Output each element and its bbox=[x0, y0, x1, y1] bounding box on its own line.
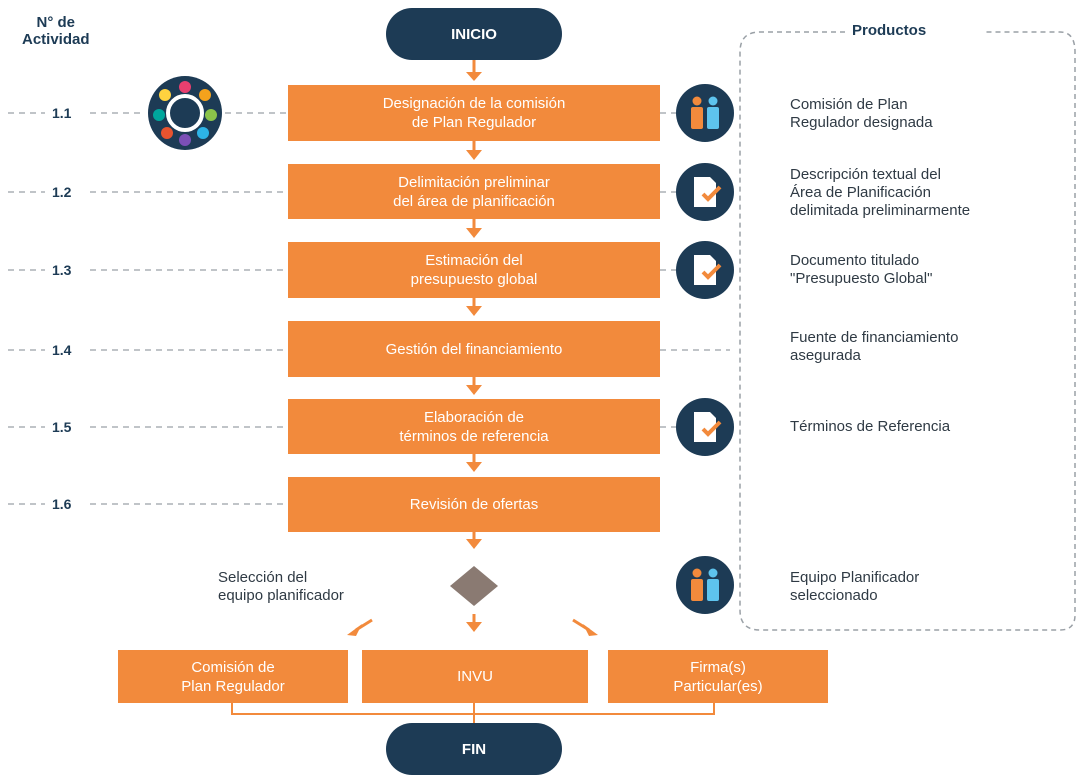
product-1-2-text: Descripción textual del Área de Planific… bbox=[790, 166, 971, 219]
product-1-3-text: Documento titulado "Presupuesto Global" bbox=[790, 252, 933, 287]
step-1-5-box: Elaboración de términos de referencia bbox=[288, 399, 660, 454]
start-node: INICIO bbox=[386, 8, 562, 60]
arrow-1-2-to-1-3 bbox=[466, 219, 482, 238]
activity-number-1-1: 1.1 bbox=[52, 105, 72, 121]
people-icon bbox=[676, 556, 734, 614]
activity-column-header: N° de Actividad bbox=[22, 14, 90, 48]
product-1-6-text: Equipo Planificador seleccionado bbox=[790, 569, 920, 604]
arrow-start-to-1-1 bbox=[466, 60, 482, 81]
arrow-to-comision bbox=[347, 618, 373, 636]
activity-number-1-4: 1.4 bbox=[52, 342, 72, 358]
activity-number-1-3: 1.3 bbox=[52, 262, 72, 278]
arrow-to-firmas bbox=[572, 618, 598, 636]
decision-label: Selección del equipo planificador bbox=[218, 569, 344, 604]
option-firmas-box: Firma(s) Particular(es) bbox=[608, 650, 828, 703]
arrow-to-invu bbox=[466, 614, 482, 632]
arrow-1-3-to-1-4 bbox=[466, 298, 482, 316]
community-circle-icon bbox=[148, 76, 222, 150]
step-1-3-box: Estimación del presupuesto global bbox=[288, 242, 660, 298]
arrow-1-4-to-1-5 bbox=[466, 377, 482, 395]
step-1-2-box: Delimitación preliminar del área de plan… bbox=[288, 164, 660, 219]
document-check-icon bbox=[676, 398, 734, 456]
step-1-4-box: Gestión del financiamiento bbox=[288, 321, 660, 377]
people-icon bbox=[676, 84, 734, 142]
product-1-5-text: Términos de Referencia bbox=[790, 418, 951, 435]
activity-number-1-6: 1.6 bbox=[52, 496, 72, 512]
product-1-1-text: Comisión de Plan Regulador designada bbox=[790, 96, 933, 131]
step-1-6-box: Revisión de ofertas bbox=[288, 477, 660, 532]
option-invu-box: INVU bbox=[362, 650, 588, 703]
document-check-icon bbox=[676, 241, 734, 299]
step-1-1-box: Designación de la comisión de Plan Regul… bbox=[288, 85, 660, 141]
arrow-1-5-to-1-6 bbox=[466, 454, 482, 472]
product-1-4-text: Fuente de financiamiento asegurada bbox=[790, 329, 959, 364]
option-comision-box: Comisión de Plan Regulador bbox=[118, 650, 348, 703]
activity-number-1-2: 1.2 bbox=[52, 184, 72, 200]
document-check-icon bbox=[676, 163, 734, 221]
decision-diamond bbox=[450, 566, 498, 606]
arrow-1-6-to-decision bbox=[466, 532, 482, 549]
end-node: FIN bbox=[386, 723, 562, 775]
arrow-1-1-to-1-2 bbox=[466, 141, 482, 160]
products-dashed-border bbox=[739, 31, 1076, 631]
activity-number-1-5: 1.5 bbox=[52, 419, 72, 435]
products-column-header: Productos bbox=[846, 22, 933, 39]
